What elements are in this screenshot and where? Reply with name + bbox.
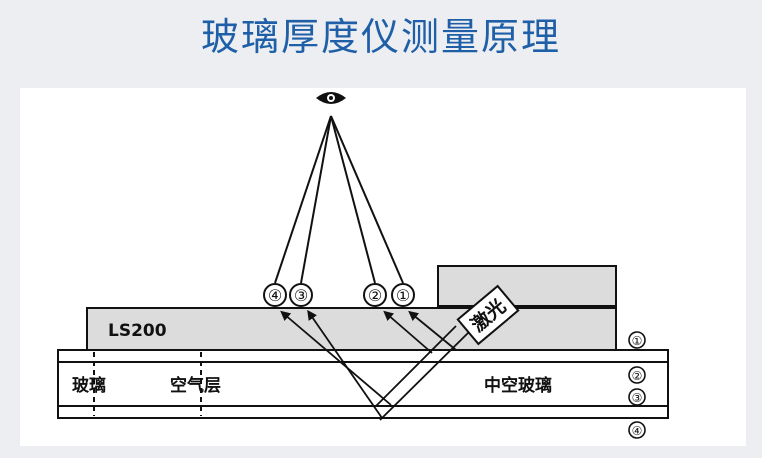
surface-marker-4: ④ — [628, 421, 646, 439]
diagram-panel: ④ ③ ② ① LS200 玻璃 空气层 中空玻璃 激光 — [20, 88, 746, 446]
laser-rays — [280, 309, 470, 421]
page-title: 玻璃厚度仪测量原理 — [200, 15, 561, 59]
layer-dividers — [93, 352, 202, 416]
surface-marker-3-label: ③ — [632, 391, 643, 405]
surface-marker-4-label: ④ — [632, 424, 643, 438]
diagram-canvas: ④ ③ ② ① LS200 玻璃 空气层 中空玻璃 激光 — [57, 92, 669, 439]
eye-icon — [316, 92, 346, 104]
beam-marker-1: ① — [391, 283, 415, 307]
surface-marker-2: ② — [628, 366, 646, 384]
device-label: LS200 — [108, 321, 167, 341]
surface-marker-3: ③ — [628, 388, 646, 406]
beam-marker-3: ③ — [289, 283, 313, 307]
hollow-glass — [57, 349, 669, 419]
sight-lines — [274, 115, 404, 284]
label-glass: 玻璃 — [72, 375, 106, 396]
surface-marker-1: ① — [628, 331, 646, 349]
surface-marker-1-label: ① — [632, 334, 643, 348]
beam-marker-4: ④ — [263, 283, 287, 307]
label-air-layer: 空气层 — [170, 375, 221, 396]
beam-marker-4-label: ④ — [268, 286, 282, 305]
label-hollow-glass: 中空玻璃 — [484, 375, 552, 396]
surface-marker-2-label: ② — [632, 369, 643, 383]
beam-marker-2: ② — [363, 283, 387, 307]
beam-marker-3-label: ③ — [294, 286, 308, 305]
beam-marker-2-label: ② — [368, 286, 382, 305]
ls200-device: LS200 — [86, 265, 617, 351]
beam-marker-1-label: ① — [396, 286, 410, 305]
